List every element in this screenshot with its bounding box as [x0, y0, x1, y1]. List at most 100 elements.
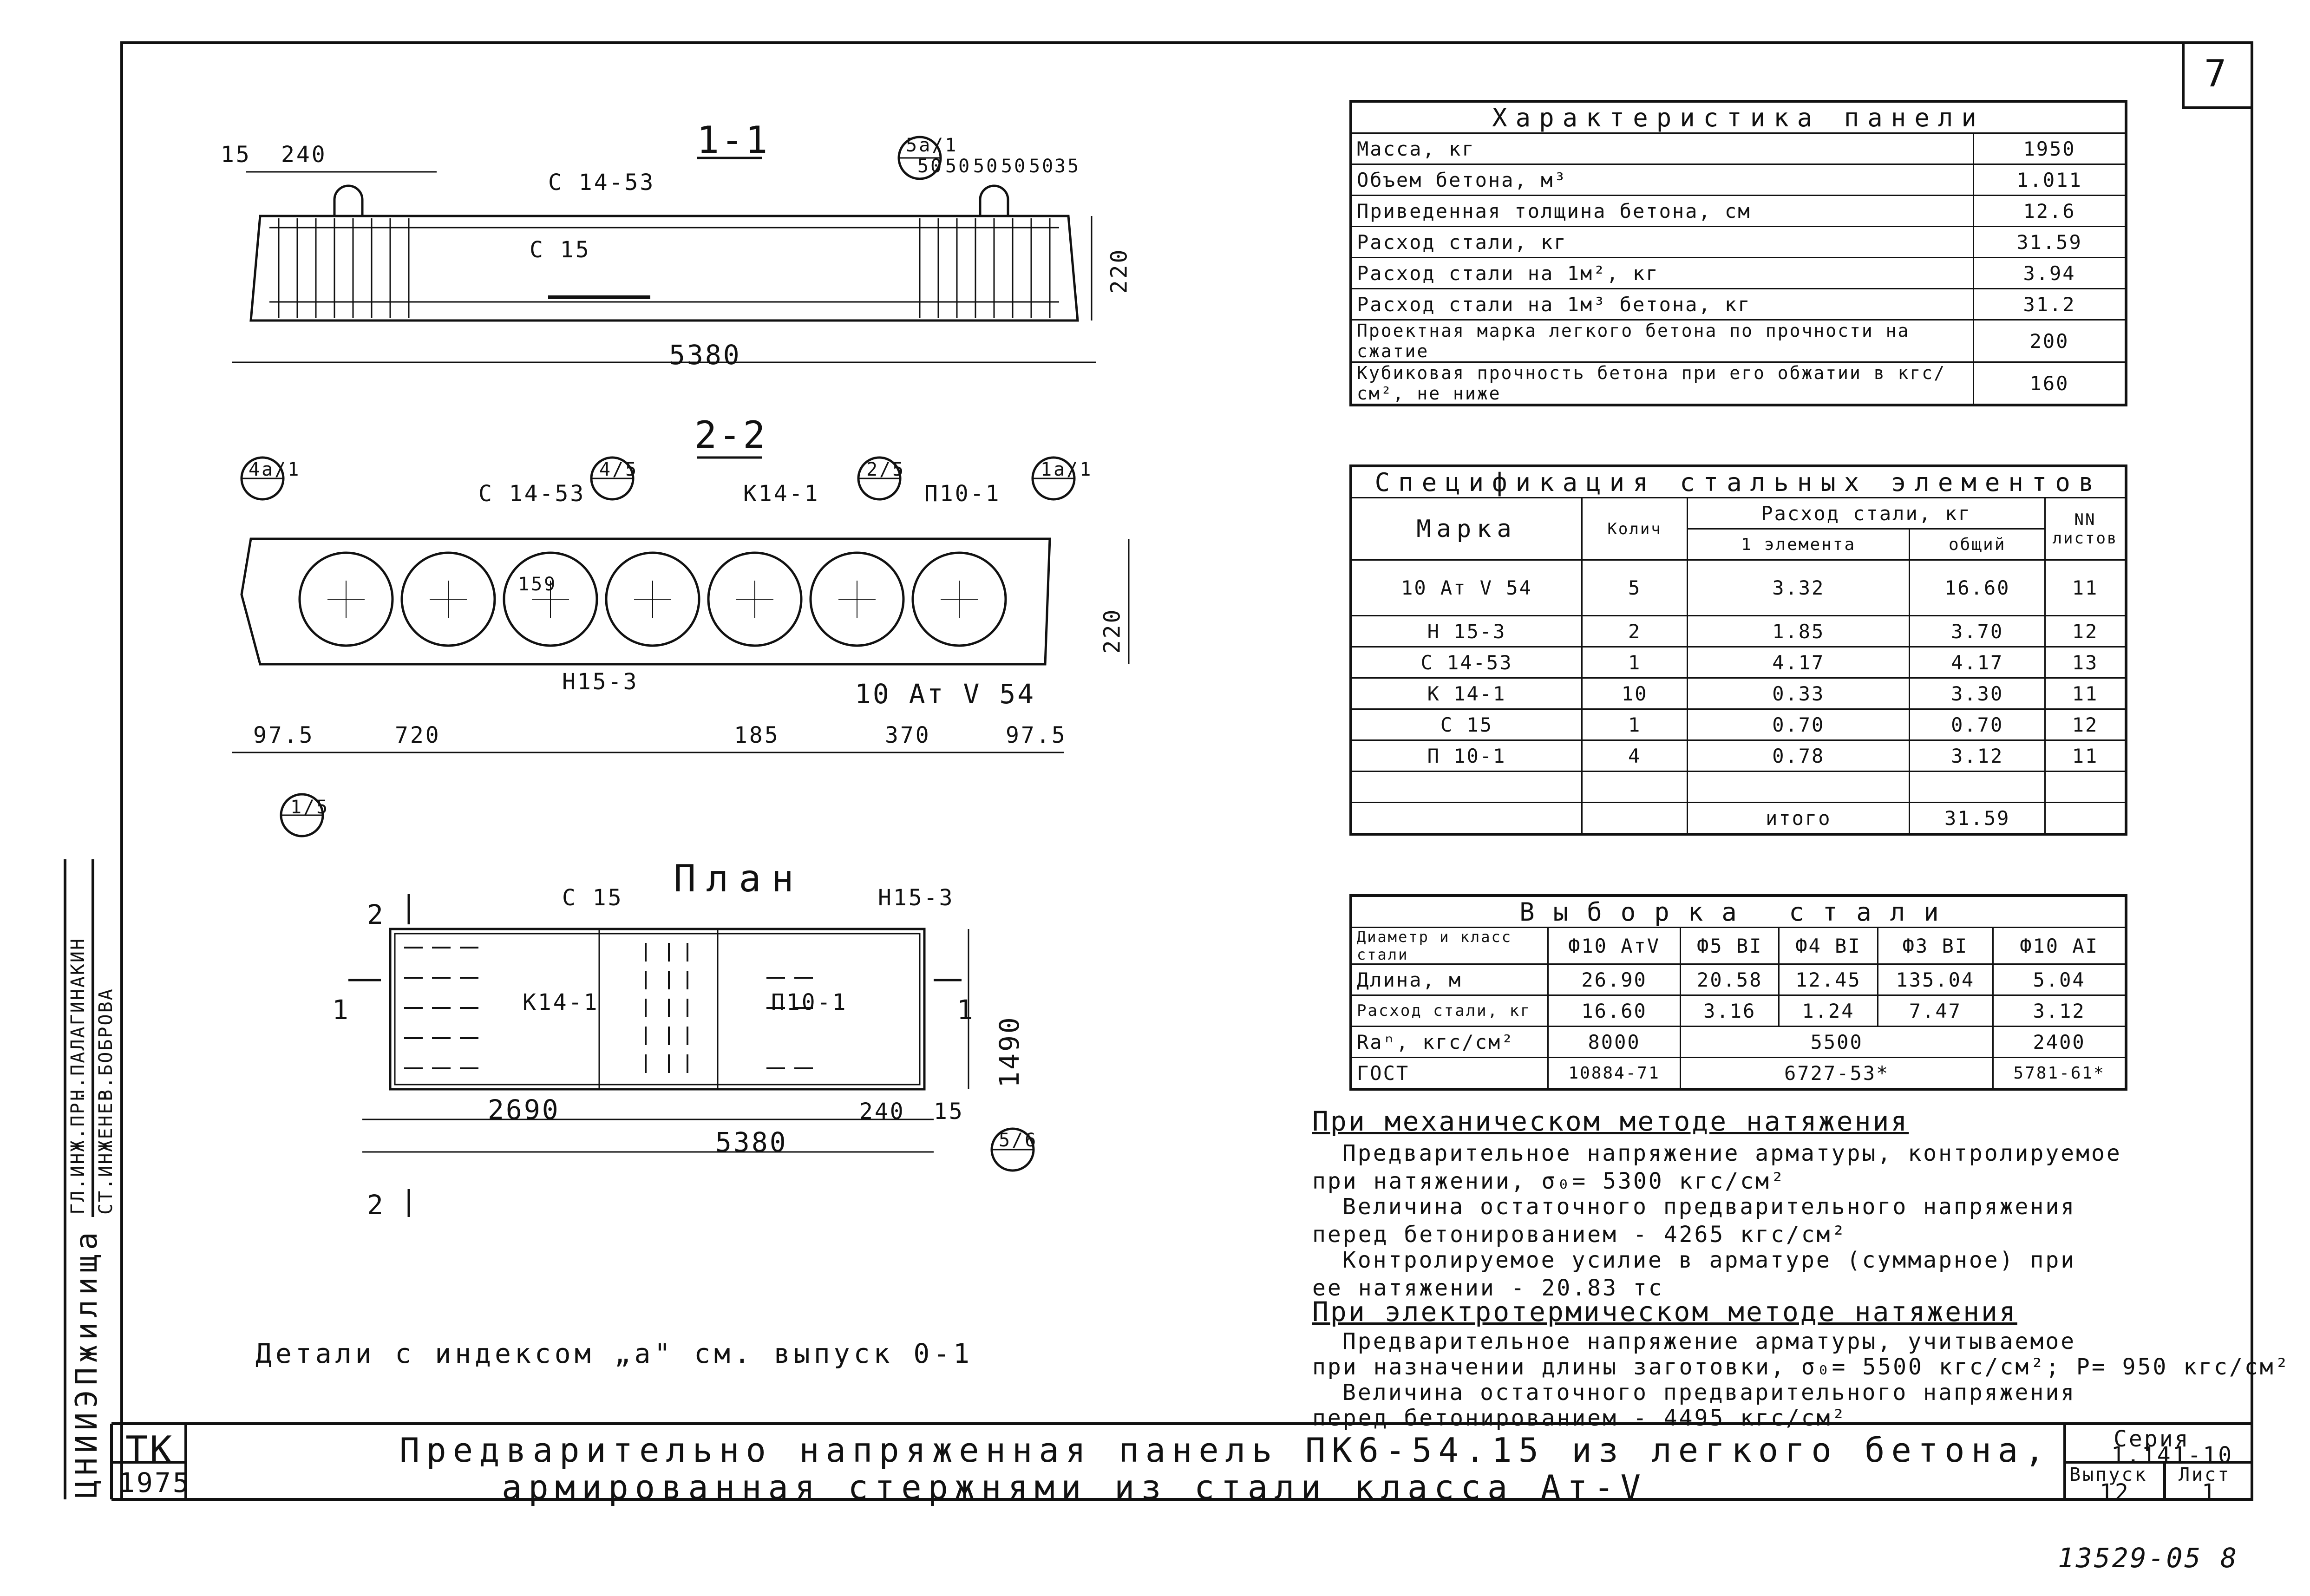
mech-line-5: ее натяжении - 20.83 тс — [1312, 1275, 1664, 1301]
organization-stamp: ЦНИИЭПжилища — [70, 1227, 104, 1498]
series-label: Серия — [2114, 1426, 2190, 1452]
spec-row-0-count: 5 — [1581, 559, 1688, 616]
dim-50-e: 50 — [1029, 156, 1055, 177]
plan-callout-c15: С 15 — [562, 885, 623, 911]
dim-50-b: 50 — [945, 156, 972, 177]
dim-50-d: 50 — [1001, 156, 1027, 177]
section-1-1-drawing — [232, 136, 1096, 363]
callout-4a-1: 4а/1 — [249, 459, 301, 480]
mech-line-2: Величина остаточного предварительного на… — [1342, 1194, 2076, 1220]
spec-total-value: 31.59 — [1909, 802, 2046, 835]
ra-2: 2400 — [1992, 1026, 2127, 1058]
gost-1: 6727-53* — [1680, 1057, 1994, 1090]
plan-cut-2-bottom: 2 — [367, 1189, 385, 1221]
spec-row-2-count: 1 — [1581, 646, 1688, 679]
dim-185: 185 — [734, 722, 780, 748]
footer-stamp: 13529-05 8 — [2058, 1542, 2239, 1574]
char-row-3-value: 31.59 — [1973, 226, 2127, 258]
char-row-7-label: Кубиковая прочность бетона при его обжат… — [1350, 361, 1975, 406]
mech-title: При механическом методе натяжения — [1312, 1105, 1909, 1137]
chief-engineer-name: Н.ПАЛАГИНАКИН — [67, 937, 89, 1101]
plan-bars — [404, 943, 818, 1078]
ra-1: 5500 — [1680, 1026, 1994, 1058]
spec-row-0-per: 3.32 — [1687, 559, 1911, 616]
char-row-6-value: 200 — [1973, 319, 2127, 363]
spec-row-4-total: 0.70 — [1909, 708, 2046, 741]
sheet-number: 7 — [2204, 52, 2229, 95]
char-row-4-value: 3.94 — [1973, 257, 2127, 289]
senior-engineer-role: СТ.ИНЖЕНЕР — [95, 1089, 117, 1215]
callout-2-5: 2/5 — [866, 459, 906, 480]
spec-row-1-sheet: 12 — [2044, 615, 2127, 648]
characteristics-header: Характеристика панели — [1350, 100, 2127, 134]
spec-row-2-total: 4.17 — [1909, 646, 2046, 679]
callout-c14-53-b: С 14-53 — [478, 481, 586, 507]
plan-dim-1490: 1490 — [993, 1015, 1025, 1088]
spec-total-label: итого — [1687, 802, 1911, 835]
plan-cut-2-top: 2 — [367, 899, 385, 930]
spec-row-3-sheet: 11 — [2044, 677, 2127, 710]
consumption-3: 7.47 — [1877, 994, 1994, 1027]
callout-1a-1: 1а/1 — [1040, 459, 1093, 480]
plan-dim-240: 240 — [859, 1099, 905, 1125]
electro-line-2: Величина остаточного предварительного на… — [1342, 1380, 2076, 1406]
char-row-3-label: Расход стали, кг — [1350, 226, 1975, 258]
length-0: 26.90 — [1547, 963, 1682, 996]
dim-370: 370 — [885, 722, 931, 748]
char-row-1-label: Объем бетона, м³ — [1350, 164, 1975, 196]
dim-50-a: 50 — [917, 156, 944, 177]
section-2-2-title: 2-2 — [694, 413, 767, 457]
selection-col-2: Ф4 ВI — [1778, 927, 1878, 965]
title-line-2: армированная стержнями из стали класса А… — [502, 1468, 1647, 1507]
callout-5a-1: 5а/1 — [906, 135, 958, 156]
plan-cut-1-right: 1 — [957, 994, 975, 1026]
selection-col-3: Ф3 ВI — [1877, 927, 1994, 965]
spec-row-5-total: 3.12 — [1909, 739, 2046, 772]
section-1-1-title: 1-1 — [697, 118, 770, 162]
spec-row-5-count: 4 — [1581, 739, 1688, 772]
selection-header: Выборка стали — [1350, 895, 2127, 928]
spec-row-0-mark: 10 Ат V 54 — [1350, 559, 1583, 616]
selection-row-label-2: Расход стали, кг — [1350, 994, 1549, 1027]
mech-line-4: Контролируемое усилие в арматуре (суммар… — [1342, 1247, 2076, 1273]
dim-240: 240 — [281, 142, 327, 168]
spec-header: Спецификация стальных элементов — [1350, 465, 2127, 498]
spec-row-5-mark: П 10-1 — [1350, 739, 1583, 772]
spec-col-consumption: Расход стали, кг — [1687, 497, 2046, 530]
plan-callout-h15-3: Н15-3 — [878, 885, 955, 911]
dim-220-1: 220 — [1106, 248, 1132, 294]
issue-value: 12 — [2100, 1479, 2130, 1505]
callout-c14-53: С 14-53 — [548, 170, 655, 196]
callout-h15-3: Н15-3 — [562, 669, 639, 695]
callout-p10-1: П10-1 — [924, 481, 1001, 507]
callout-1-5: 1/5 — [290, 797, 330, 818]
spec-row-4-mark: С 15 — [1350, 708, 1583, 741]
callout-10at-v-54: 10 Ат V 54 — [855, 678, 1036, 710]
title-year: 1975 — [118, 1467, 191, 1498]
spec-row-5-per: 0.78 — [1687, 739, 1911, 772]
consumption-4: 3.12 — [1992, 994, 2127, 1027]
spec-row-1-count: 2 — [1581, 615, 1688, 648]
dim-50-c: 50 — [973, 156, 1000, 177]
char-row-5-label: Расход стали на 1м³ бетона, кг — [1350, 288, 1975, 321]
steel-selection-table: Выборка стали Диаметр и класс стали Ф10 … — [1349, 894, 2127, 1091]
dim-15: 15 — [221, 142, 251, 168]
section-2-2-crosses — [327, 581, 978, 618]
dim-220-2: 220 — [1099, 608, 1126, 654]
spec-col-sheets: NN листов — [2044, 497, 2127, 561]
length-1: 20.58 — [1680, 963, 1780, 996]
plan-dim-2690: 2690 — [488, 1094, 560, 1125]
mech-line-3: перед бетонированием - 4265 кгс/см² — [1312, 1222, 1847, 1248]
char-row-0-label: Масса, кг — [1350, 132, 1975, 165]
section-2-2-drawing — [232, 456, 1130, 837]
char-row-1-value: 1.011 — [1973, 164, 2127, 196]
consumption-0: 16.60 — [1547, 994, 1682, 1027]
char-row-2-label: Приведенная толщина бетона, см — [1350, 195, 1975, 227]
plan-dim-15: 15 — [934, 1099, 964, 1125]
electro-line-3: перед бетонированием - 4495 кгс/см² — [1312, 1405, 1847, 1431]
mech-line-0: Предварительное напряжение арматуры, кон… — [1342, 1140, 2122, 1166]
section-1-1-stirrups — [278, 218, 1051, 318]
sheet-value: 1 — [2202, 1479, 2217, 1505]
selection-row-label-4: ГОСТ — [1350, 1057, 1549, 1090]
spec-row-1-total: 3.70 — [1909, 615, 2046, 648]
